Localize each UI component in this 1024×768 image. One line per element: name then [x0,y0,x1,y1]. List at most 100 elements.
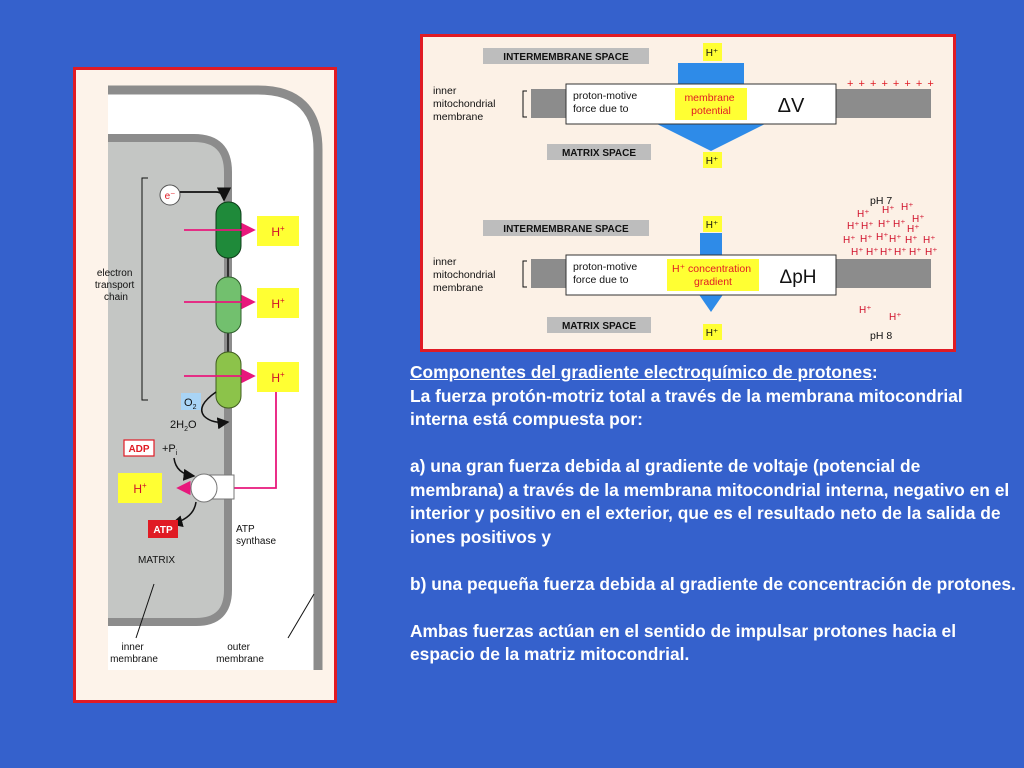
concentration-gradient-section: INTERMEMBRANE SPACE H⁺ pH 7 H⁺H⁺H⁺H⁺H⁺H⁺… [433,195,938,342]
complex-iv [215,351,242,409]
electron-transport-diagram: e⁻ electron transport chain H+ H+ H+ O2 … [95,85,323,670]
force-label-top: proton-motive force due to [573,90,640,115]
chain-label: electron transport chain [95,268,137,303]
cluster-proton-5: H⁺ [847,221,860,232]
oxygen-arrow [201,391,230,430]
cause-label-bottom: H⁺ concentration gradient [672,263,754,288]
caption-conclusion: Ambas fuerzas actúan en el sentido de im… [410,620,957,665]
proton-top-2-box [703,216,722,232]
cluster-proton-15: H⁺ [923,235,936,246]
electron-circle [159,184,181,206]
matrix-proton-1: H⁺ [859,305,872,316]
cause-box-bottom [667,259,759,291]
intermembrane-label-bottom: INTERMEMBRANE SPACE [503,224,629,235]
chain-bracket [141,177,148,401]
atp-box [148,520,178,538]
electron-label: e⁻ [165,191,176,202]
cluster-proton-11: H⁺ [860,234,873,245]
proton-top-2: H⁺ [706,220,719,231]
membrane-label-bottom: inner mitochondrial membrane [433,256,498,294]
inner-membrane-pointer [135,583,155,639]
cluster-proton-12: H⁺ [876,232,889,243]
outer-membrane-label: outer membrane [216,642,264,665]
matrix-label-box-top [547,144,651,160]
matrix-label-top: MATRIX SPACE [562,148,636,159]
cluster-proton-1: H⁺ [857,209,870,220]
proton-box-3 [257,362,299,392]
proton-bottom-2-box [703,324,722,340]
cluster-proton-17: H⁺ [866,247,879,258]
atp-label: ATP [153,525,173,536]
synthase-head [190,473,218,503]
proton-bottom-1-box [703,152,722,168]
force-label-bottom: proton-motive force due to [573,261,640,286]
caption-point-b: b) una pequeña fuerza debida al gradient… [410,573,1016,594]
cluster-proton-7: H⁺ [878,219,891,230]
proton-box-1 [257,216,299,246]
membrane-bracket-bottom [522,260,527,288]
proton-bottom-2: H⁺ [706,328,719,339]
water-label: 2H2O [170,419,197,433]
membrane-potential-section: INTERMEMBRANE SPACE H⁺ + + + + + + + + p… [433,43,935,168]
caption-heading-suffix: : [871,362,878,382]
complex-iii [215,276,242,334]
adp-box [123,439,155,457]
matrix-label: MATRIX [138,555,175,566]
proton-cluster: H⁺H⁺H⁺H⁺H⁺H⁺H⁺H⁺H⁺H⁺H⁺H⁺H⁺H⁺H⁺H⁺H⁺H⁺H⁺H⁺… [843,202,938,258]
delta-v-symbol: ΔV [778,95,805,117]
cluster-proton-9: H⁺ [907,224,920,235]
positive-charges: + + + + + + + + [847,78,935,90]
membrane-label-top: inner mitochondrial membrane [433,85,498,123]
cluster-proton-4: H⁺ [912,214,925,225]
intermembrane-label-box-top [483,48,649,64]
adp-arrow [173,457,196,481]
matrix-label-box-bottom [547,317,651,333]
cluster-proton-13: H⁺ [889,234,902,245]
phosphate-label: +Pi [162,443,178,457]
cluster-proton-10: H⁺ [843,235,856,246]
ph-low-label: pH 8 [870,330,892,342]
proton-motive-force-diagram: INTERMEMBRANE SPACE H⁺ + + + + + + + + p… [433,43,938,342]
proton-top-1-box [703,43,722,61]
cluster-proton-6: H⁺ [861,221,874,232]
intermembrane-label-top: INTERMEMBRANE SPACE [503,52,629,63]
delta-ph-symbol: ΔpH [780,267,817,288]
cluster-proton-14: H⁺ [905,235,918,246]
outer-membrane-pointer [287,593,315,639]
synthase-label: ATP synthase [236,524,276,547]
proton-label-4: H+ [133,481,147,496]
cause-box-top [675,88,747,120]
proton-box-2 [257,288,299,318]
proton-bottom-1: H⁺ [706,156,719,167]
proton-label-1: H+ [271,224,285,239]
electron-arrow [180,187,232,202]
intermembrane-label-box-bottom [483,220,649,236]
cluster-proton-2: H⁺ [882,205,895,216]
cluster-proton-21: H⁺ [925,247,938,258]
proton-motive-force-panel: INTERMEMBRANE SPACE H⁺ + + + + + + + + p… [420,34,956,352]
caption-intro: La fuerza protón-motriz total a través d… [410,385,963,430]
matrix-proton-2: H⁺ [889,312,902,323]
ph-high-label: pH 7 [870,195,892,207]
proton-box-4 [118,473,162,503]
oxygen-box [181,393,201,410]
cluster-proton-20: H⁺ [909,247,922,258]
cause-label-top: membrane potential [684,92,737,117]
oxygen-label: O2 [184,397,197,411]
matrix-label-bottom: MATRIX SPACE [562,321,636,332]
outer-membrane [108,85,323,670]
membrane-bracket-top [522,90,527,118]
caption-point-a: a) una gran fuerza debida al gradiente d… [410,456,1010,547]
cluster-proton-18: H⁺ [880,247,893,258]
cluster-proton-19: H⁺ [894,247,907,258]
matrix-region [108,138,228,622]
proton-label-2: H+ [271,296,285,311]
caption-text: Componentes del gradiente electroquímico… [410,361,1016,690]
cluster-proton-16: H⁺ [851,247,864,258]
cluster-proton-3: H⁺ [901,202,914,213]
caption-heading: Componentes del gradiente electroquímico… [410,362,872,382]
proton-top-1: H⁺ [706,48,719,59]
adp-label: ADP [128,444,149,455]
proton-label-3: H+ [271,370,285,385]
mitochondria-diagram-panel: e⁻ electron transport chain H+ H+ H+ O2 … [73,67,337,703]
